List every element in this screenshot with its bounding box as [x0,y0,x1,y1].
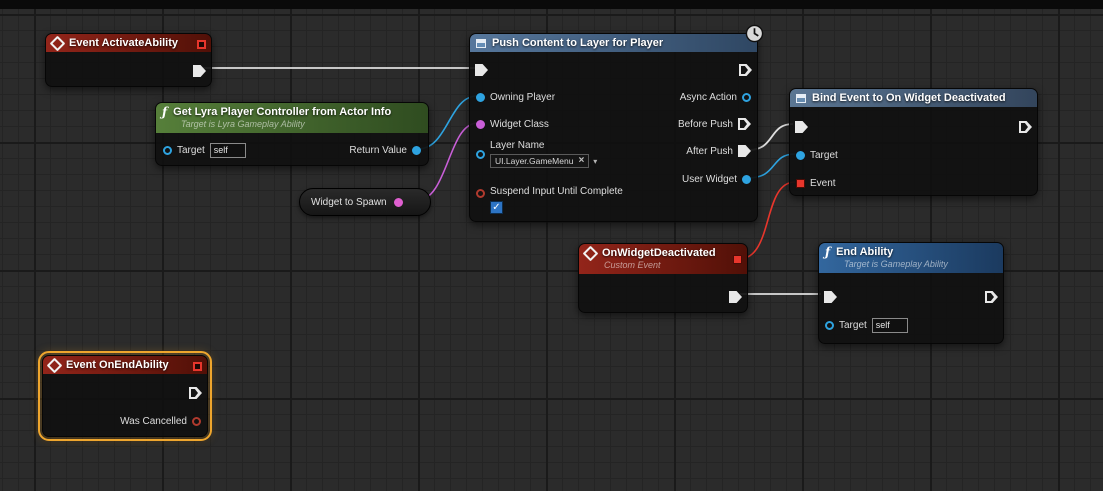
async-action-label: Async Action [679,91,737,103]
end-ability-target-field[interactable] [871,317,908,333]
owning-player-pin[interactable] [476,92,485,102]
target-value-field[interactable] [209,142,246,158]
node-title: Bind Event to On Widget Deactivated [812,92,1006,104]
node-end-ability[interactable]: ƒ End Ability Target is Gameplay Ability… [818,242,1004,344]
return-value-pin[interactable] [412,145,421,155]
bind-event-pin[interactable] [796,178,805,188]
widget-class-label: Widget Class [490,118,549,130]
node-subtitle: Target is Gameplay Ability [844,259,948,269]
delegate-pin[interactable] [193,362,202,371]
exec-out-pin[interactable] [193,65,206,77]
event-icon [49,35,66,51]
event-icon [582,245,599,261]
exec-in-pin[interactable] [795,121,808,133]
after-push-exec-pin[interactable] [738,145,751,157]
delegate-pin[interactable] [197,40,206,49]
chevron-down-icon[interactable]: ▾ [593,156,598,166]
target-pin-label: Target [177,144,205,156]
suspend-input-pin[interactable] [476,189,485,198]
user-widget-label: User Widget [681,173,737,185]
exec-out-pin[interactable] [729,291,742,303]
exec-out-pin[interactable] [739,64,752,76]
layer-name-label: Layer Name [490,140,545,151]
exec-in-pin[interactable] [824,291,837,303]
layer-name-combobox[interactable]: UI.Layer.GameMenu × ▾ [490,154,597,168]
node-title: Event ActivateAbility [69,37,179,49]
node-event-on-end-ability[interactable]: Event OnEndAbility Was Cancelled [38,351,212,441]
node-bind-event-on-widget-deactivated[interactable]: Bind Event to On Widget Deactivated Targ… [789,88,1038,196]
clear-tag-icon[interactable]: × [578,155,585,166]
node-subtitle: Target is Lyra Gameplay Ability [181,119,305,129]
node-title: Push Content to Layer for Player [492,37,664,49]
node-subtitle: Custom Event [604,260,661,270]
node-title: Get Lyra Player Controller from Actor In… [173,106,392,118]
layer-name-pin[interactable] [476,149,485,159]
widget-to-spawn-label: Widget to Spawn [311,196,387,208]
was-cancelled-pin[interactable] [192,416,201,426]
exec-in-pin[interactable] [475,64,488,76]
node-push-content-to-layer[interactable]: Push Content to Layer for Player Owning … [469,24,764,222]
node-widget-to-spawn[interactable]: Widget to Spawn [299,188,431,216]
owning-player-label: Owning Player [490,91,556,103]
suspend-input-label: Suspend Input Until Complete [490,186,623,197]
widget-to-spawn-pin[interactable] [393,197,403,207]
node-title: End Ability [836,246,894,258]
before-push-label: Before Push [677,118,733,130]
user-widget-pin[interactable] [742,174,751,184]
exec-out-pin[interactable] [1019,121,1032,133]
graph-top-edge [0,0,1103,9]
layer-name-tag[interactable]: UI.Layer.GameMenu × [490,154,590,168]
event-icon [46,357,63,373]
end-ability-target-label: Target [839,319,867,331]
wire-delegate-to-bind-event[interactable] [738,181,796,260]
suspend-input-checkbox[interactable] [490,201,503,214]
widget-node-icon [476,38,486,48]
exec-out-pin[interactable] [985,291,998,303]
async-action-pin[interactable] [742,92,751,102]
return-value-label: Return Value [349,144,407,156]
end-ability-target-pin[interactable] [825,320,834,330]
node-event-activate-ability[interactable]: Event ActivateAbility [45,33,212,87]
was-cancelled-label: Was Cancelled [120,415,187,427]
bind-event-label: Event [810,177,836,189]
node-title: OnWidgetDeactivated [602,247,716,259]
layer-name-value: UI.Layer.GameMenu [495,156,574,166]
before-push-exec-pin[interactable] [738,118,751,130]
after-push-label: After Push [686,145,733,157]
async-clock-icon [745,24,764,43]
delegate-pin[interactable] [733,255,742,264]
node-get-lyra-player-controller[interactable]: ƒ Get Lyra Player Controller from Actor … [155,102,429,166]
function-icon: ƒ [162,105,168,119]
bind-target-pin[interactable] [796,150,805,160]
node-on-widget-deactivated[interactable]: OnWidgetDeactivated Custom Event [578,243,748,313]
widget-class-pin[interactable] [476,119,485,129]
node-title: Event OnEndAbility [66,359,169,371]
target-pin[interactable] [163,145,172,155]
bind-target-label: Target [810,149,838,161]
exec-out-pin[interactable] [189,387,202,399]
function-icon: ƒ [825,245,831,259]
bind-event-icon [796,93,806,103]
